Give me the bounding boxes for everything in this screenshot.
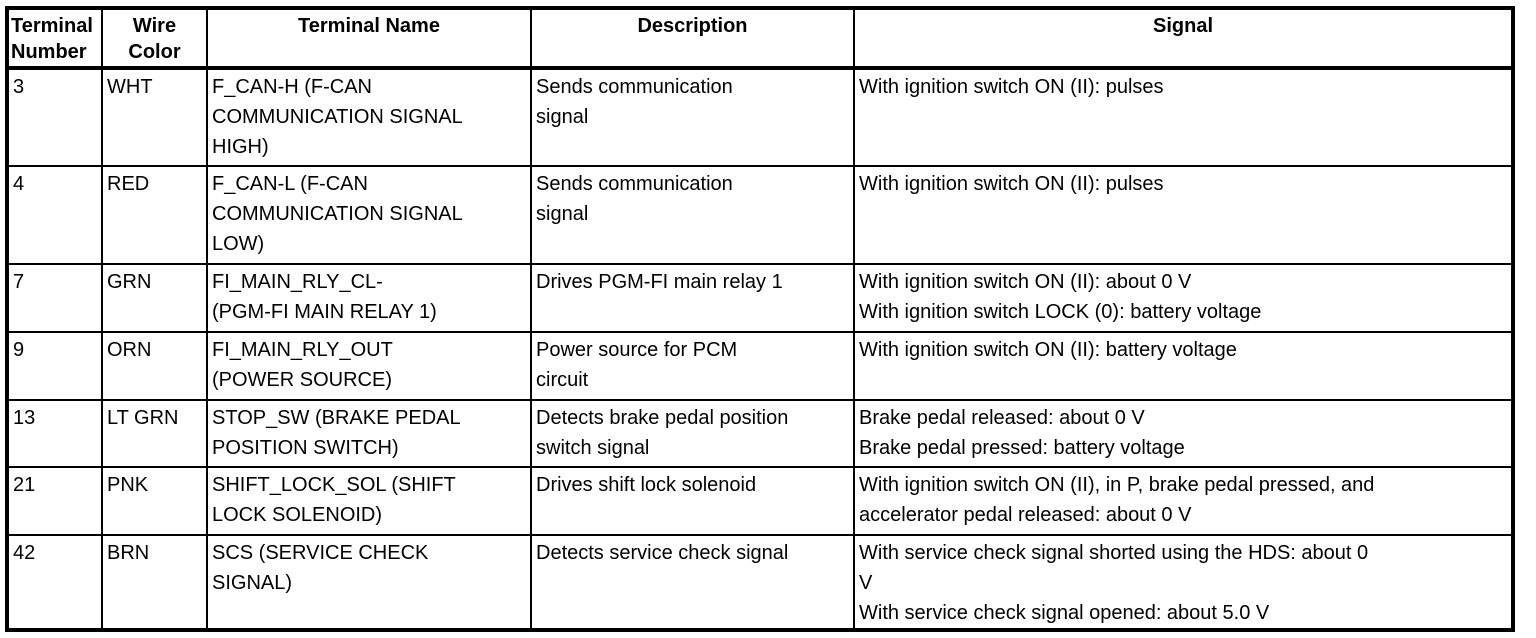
cell-wire-color: BRN — [101, 534, 208, 631]
table-row: 3 WHT F_CAN-H (F-CAN COMMUNICATION SIGNA… — [6, 67, 1514, 167]
cell-terminal-number: 9 — [6, 331, 103, 401]
cell-wire-color: PNK — [101, 466, 208, 536]
cell-terminal-number: 3 — [6, 67, 103, 167]
column-header-wire-color: Wire Color — [101, 7, 208, 70]
table-row: 13 LT GRN STOP_SW (BRAKE PEDAL POSITION … — [6, 399, 1514, 468]
cell-terminal-name: FI_MAIN_RLY_OUT (POWER SOURCE) — [206, 331, 532, 401]
table-row: 7 GRN FI_MAIN_RLY_CL- (PGM-FI MAIN RELAY… — [6, 263, 1514, 333]
cell-wire-color: GRN — [101, 263, 208, 333]
cell-terminal-number: 13 — [6, 399, 103, 468]
cell-description: Detects service check signal — [530, 534, 855, 631]
cell-signal: With ignition switch ON (II): pulses — [853, 67, 1514, 167]
cell-wire-color: WHT — [101, 67, 208, 167]
cell-signal: With ignition switch ON (II): about 0 V … — [853, 263, 1514, 333]
header-row: Terminal Number Wire Color Terminal Name… — [6, 7, 1514, 70]
cell-terminal-number: 42 — [6, 534, 103, 631]
table-row: 42 BRN SCS (SERVICE CHECK SIGNAL) Detect… — [6, 534, 1514, 631]
cell-terminal-name: SCS (SERVICE CHECK SIGNAL) — [206, 534, 532, 631]
table-header: Terminal Number Wire Color Terminal Name… — [6, 7, 1514, 70]
cell-description: Sends communication signal — [530, 67, 855, 167]
cell-terminal-name: F_CAN-H (F-CAN COMMUNICATION SIGNAL HIGH… — [206, 67, 532, 167]
terminal-table: Terminal Number Wire Color Terminal Name… — [5, 6, 1515, 632]
table-row: 21 PNK SHIFT_LOCK_SOL (SHIFT LOCK SOLENO… — [6, 466, 1514, 536]
cell-terminal-number: 7 — [6, 263, 103, 333]
cell-signal: With ignition switch ON (II): battery vo… — [853, 331, 1514, 401]
table-body: 3 WHT F_CAN-H (F-CAN COMMUNICATION SIGNA… — [6, 67, 1514, 631]
cell-terminal-name: SHIFT_LOCK_SOL (SHIFT LOCK SOLENOID) — [206, 466, 532, 536]
cell-wire-color: LT GRN — [101, 399, 208, 468]
cell-description: Drives PGM-FI main relay 1 — [530, 263, 855, 333]
cell-signal: With ignition switch ON (II), in P, brak… — [853, 466, 1514, 536]
cell-wire-color: ORN — [101, 331, 208, 401]
cell-terminal-name: STOP_SW (BRAKE PEDAL POSITION SWITCH) — [206, 399, 532, 468]
table-row: 4 RED F_CAN-L (F-CAN COMMUNICATION SIGNA… — [6, 165, 1514, 265]
cell-terminal-name: FI_MAIN_RLY_CL- (PGM-FI MAIN RELAY 1) — [206, 263, 532, 333]
table-row: 9 ORN FI_MAIN_RLY_OUT (POWER SOURCE) Pow… — [6, 331, 1514, 401]
cell-description: Power source for PCM circuit — [530, 331, 855, 401]
cell-description: Sends communication signal — [530, 165, 855, 265]
cell-signal: With service check signal shorted using … — [853, 534, 1514, 631]
column-header-terminal-number: Terminal Number — [6, 7, 103, 70]
cell-signal: With ignition switch ON (II): pulses — [853, 165, 1514, 265]
column-header-signal: Signal — [853, 7, 1514, 70]
cell-wire-color: RED — [101, 165, 208, 265]
column-header-description: Description — [530, 7, 855, 70]
cell-terminal-number: 4 — [6, 165, 103, 265]
cell-description: Detects brake pedal position switch sign… — [530, 399, 855, 468]
column-header-terminal-name: Terminal Name — [206, 7, 532, 70]
cell-terminal-number: 21 — [6, 466, 103, 536]
cell-description: Drives shift lock solenoid — [530, 466, 855, 536]
cell-terminal-name: F_CAN-L (F-CAN COMMUNICATION SIGNAL LOW) — [206, 165, 532, 265]
cell-signal: Brake pedal released: about 0 V Brake pe… — [853, 399, 1514, 468]
